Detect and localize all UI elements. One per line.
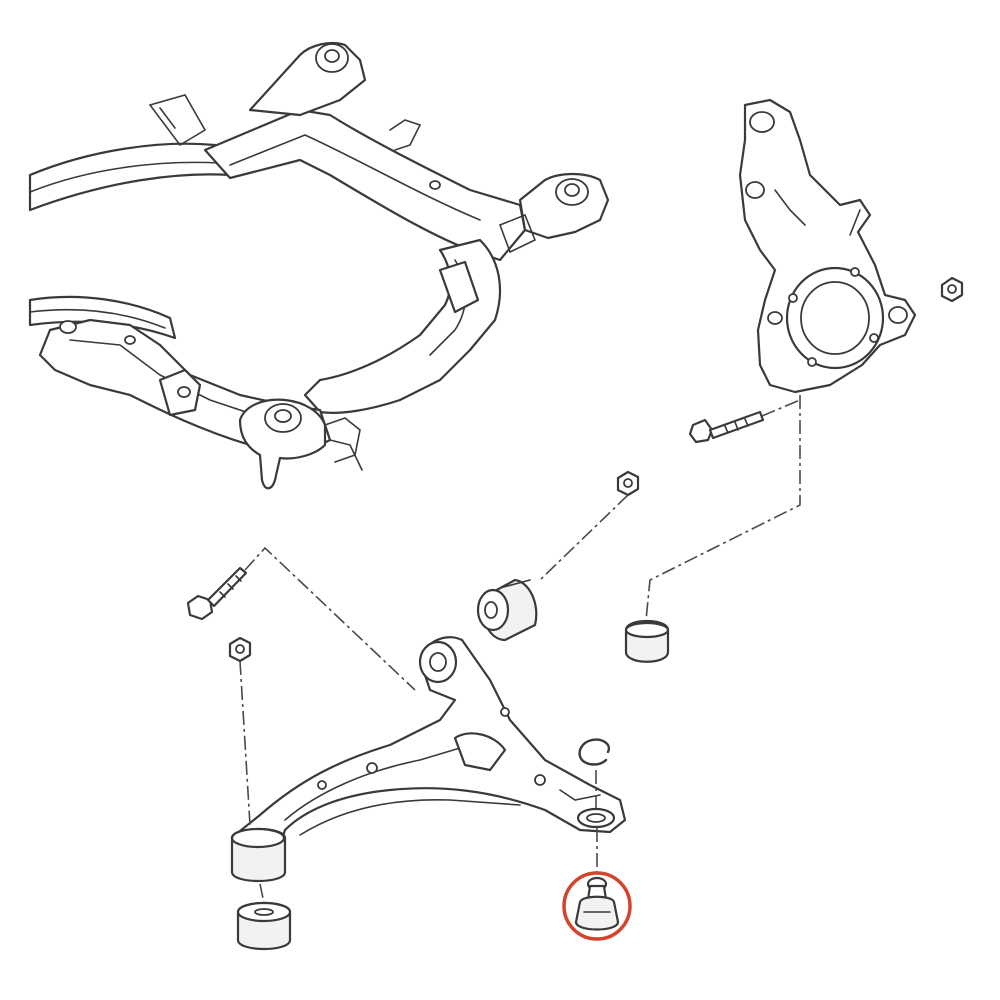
nut (616, 470, 640, 497)
bolt (186, 566, 248, 621)
rear-bushing (236, 901, 292, 950)
highlight-circle (562, 871, 632, 941)
steering-knuckle (738, 98, 917, 394)
lower-control-arm (230, 636, 627, 882)
nut (228, 636, 252, 663)
knuckle-bushing (624, 620, 670, 663)
assembly-lines (239, 395, 801, 904)
ball-joint (574, 876, 620, 931)
nut (940, 276, 964, 303)
snap-ring (578, 738, 611, 766)
front-bushing (476, 578, 538, 642)
front-subframe (28, 41, 610, 490)
bolt (688, 410, 765, 444)
